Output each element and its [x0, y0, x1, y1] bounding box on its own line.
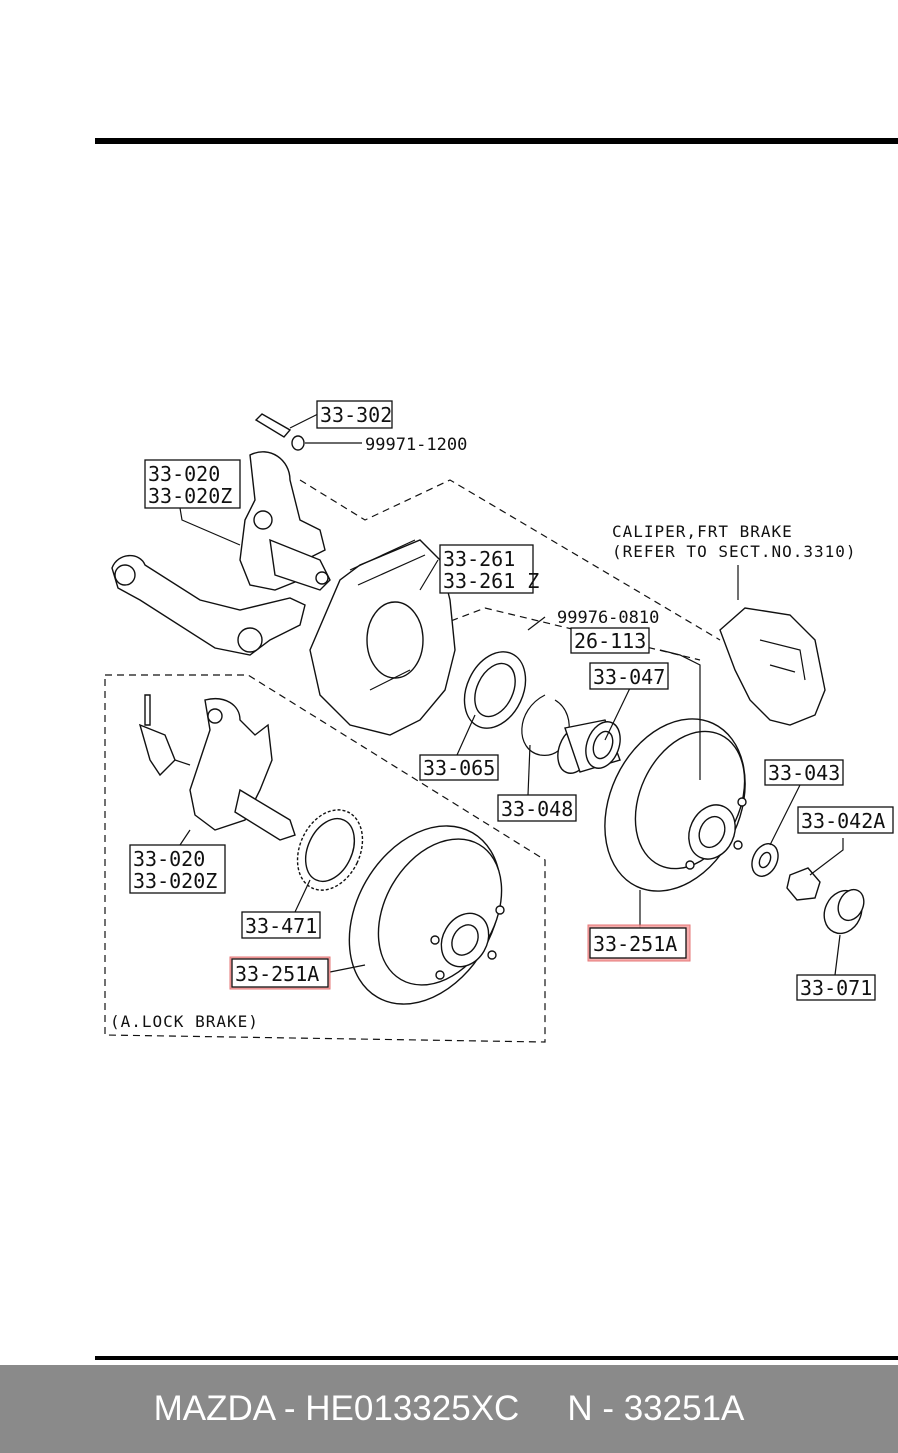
knuckle-abs-icon — [189, 698, 296, 841]
label-box-33-048 — [497, 794, 577, 822]
bottom-rule — [95, 1356, 898, 1360]
caliper-note-line2: (REFER TO SECT.NO.3310) — [612, 542, 857, 561]
label-box-33-020-lower — [129, 844, 226, 894]
label-box-33-043 — [764, 759, 844, 786]
label-33-020-upper-a: 33-020 — [148, 462, 220, 486]
label-box-33-251a-left — [231, 958, 329, 988]
label-33-020z-lower: 33-020Z — [133, 869, 217, 893]
grease-cap-icon — [823, 888, 865, 935]
label-33-261: 33-261 — [443, 547, 515, 571]
label-26-113: 26-113 — [574, 629, 646, 653]
footer-bar: MAZDA - HE013325XC N - 33251A — [0, 1365, 898, 1453]
label-99971-1200: 99971-1200 — [365, 435, 467, 455]
label-33-043: 33-043 — [768, 761, 840, 785]
label-33-251a-right: 33-251A — [593, 932, 677, 956]
oil-seal-icon — [463, 651, 527, 729]
dust-shield-icon — [309, 539, 456, 736]
label-box-33-042a — [797, 806, 894, 834]
knuckle-upper-icon — [239, 451, 331, 591]
brake-rotor-right-icon — [604, 718, 747, 892]
label-33-065: 33-065 — [423, 756, 495, 780]
label-33-020-lower-a: 33-020 — [133, 847, 205, 871]
abs-note: (A.LOCK BRAKE) — [110, 1012, 259, 1031]
label-box-26-113 — [570, 627, 650, 654]
lock-nut-icon — [786, 867, 821, 901]
label-box-33-261 — [439, 544, 534, 594]
label-box-33-471 — [241, 911, 321, 939]
snap-ring-icon — [521, 694, 570, 756]
abs-sensor-icon — [138, 694, 191, 777]
label-33-020z-upper: 33-020Z — [148, 484, 232, 508]
label-box-33-251a-right — [589, 927, 687, 959]
label-99976-0810: 99976-0810 — [557, 608, 659, 628]
leader-lines — [179, 413, 844, 976]
parts-diagram: 33-302 99971-1200 33-020 33-020Z 33-261 … — [95, 138, 898, 1360]
label-box-33-065 — [419, 754, 499, 781]
label-box-33-071 — [796, 974, 876, 1001]
footer-part-reference: MAZDA - HE013325XC — [153, 1389, 520, 1428]
bolt-33-302-icon — [254, 413, 305, 451]
lower-arm-icon — [111, 554, 306, 656]
wheel-bearing-icon — [557, 719, 621, 774]
label-33-048: 33-048 — [501, 797, 573, 821]
sensor-rotor-ring-icon — [296, 809, 364, 891]
label-33-302: 33-302 — [320, 403, 392, 427]
label-33-471: 33-471 — [245, 914, 317, 938]
caliper-icon — [719, 607, 826, 726]
label-33-047: 33-047 — [593, 665, 665, 689]
label-33-261z: 33-261 Z — [443, 569, 539, 593]
label-box-33-302 — [316, 400, 393, 429]
label-33-251a-left: 33-251A — [235, 962, 319, 986]
brake-rotor-left-icon — [348, 825, 505, 1005]
footer-section-reference: N - 33251A — [567, 1389, 745, 1428]
label-box-33-047 — [589, 662, 669, 690]
caliper-note-line1: CALIPER,FRT BRAKE — [612, 522, 793, 541]
label-33-042a: 33-042A — [801, 809, 885, 833]
label-box-33-020-upper — [144, 459, 241, 509]
top-rule — [95, 138, 898, 144]
label-33-071: 33-071 — [800, 976, 872, 1000]
washer-33-043-icon — [751, 843, 779, 877]
